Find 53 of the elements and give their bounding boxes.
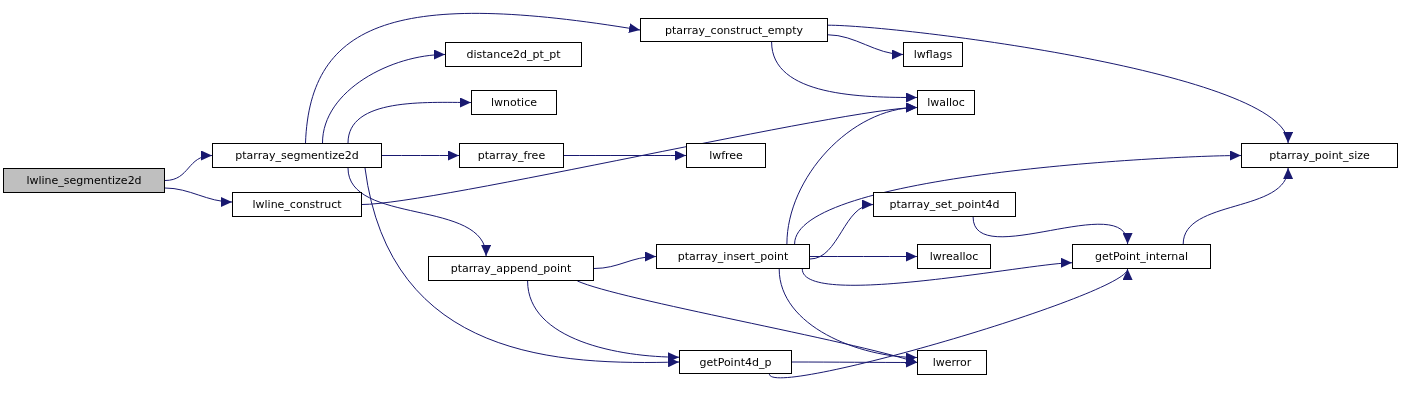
function-name: ptarray_segmentize2d [235, 149, 359, 162]
function-box [917, 244, 991, 269]
function-name: lwline_segmentize2d [26, 174, 142, 187]
call-arrow [593, 251, 657, 269]
call-arrow [972, 216, 1130, 245]
function-name: lwnotice [491, 96, 537, 109]
function-box [3, 168, 165, 193]
function-box [679, 350, 792, 374]
function-box [445, 42, 582, 67]
function-name: lwline_construct [252, 198, 342, 211]
function-box [232, 192, 362, 217]
function-name: ptarray_construct_empty [664, 23, 804, 37]
function-box [459, 143, 564, 168]
function-box [1072, 244, 1211, 269]
call-arrow [801, 258, 1073, 286]
call-arrow [527, 280, 680, 362]
function-name: ptarray_set_point4d [889, 198, 1000, 211]
call-arrow [347, 97, 472, 144]
call-arrow [164, 187, 233, 207]
function-box [686, 143, 766, 168]
function-box [471, 90, 557, 115]
call-arrow [563, 150, 687, 161]
call-arrow [809, 251, 918, 262]
call-arrow [1182, 167, 1291, 245]
call-arrow [305, 13, 641, 144]
call-arrow [809, 201, 874, 260]
function-name: distance2d_pt_pt [466, 48, 561, 61]
call-arrow [794, 150, 1242, 245]
call-arrow [347, 167, 489, 257]
function-box [873, 192, 1016, 217]
call-arrow [381, 150, 460, 161]
call-arrow [364, 167, 680, 368]
call-arrow [778, 268, 918, 362]
function-name: lwrealloc [929, 250, 979, 263]
function-name: ptarray_free [477, 149, 546, 162]
call-arrow [322, 50, 446, 144]
function-name: getPoint4d_p [699, 355, 772, 369]
function-box [1241, 143, 1398, 168]
call-arrow [576, 280, 918, 365]
function-box [212, 143, 382, 168]
function-name: ptarray_insert_point [677, 250, 789, 263]
function-name: ptarray_append_point [450, 262, 572, 275]
function-name: getPoint_internal [1094, 250, 1189, 263]
function-name: lwerror [932, 356, 972, 369]
function-name: lwfree [709, 149, 743, 162]
function-box [917, 350, 987, 375]
call-arrow [786, 103, 918, 245]
call-arrow [768, 268, 1129, 379]
function-box [640, 18, 828, 42]
call-arrow [164, 151, 213, 181]
function-box [656, 244, 810, 269]
function-box [428, 256, 594, 281]
function-name: ptarray_point_size [1269, 149, 1370, 162]
